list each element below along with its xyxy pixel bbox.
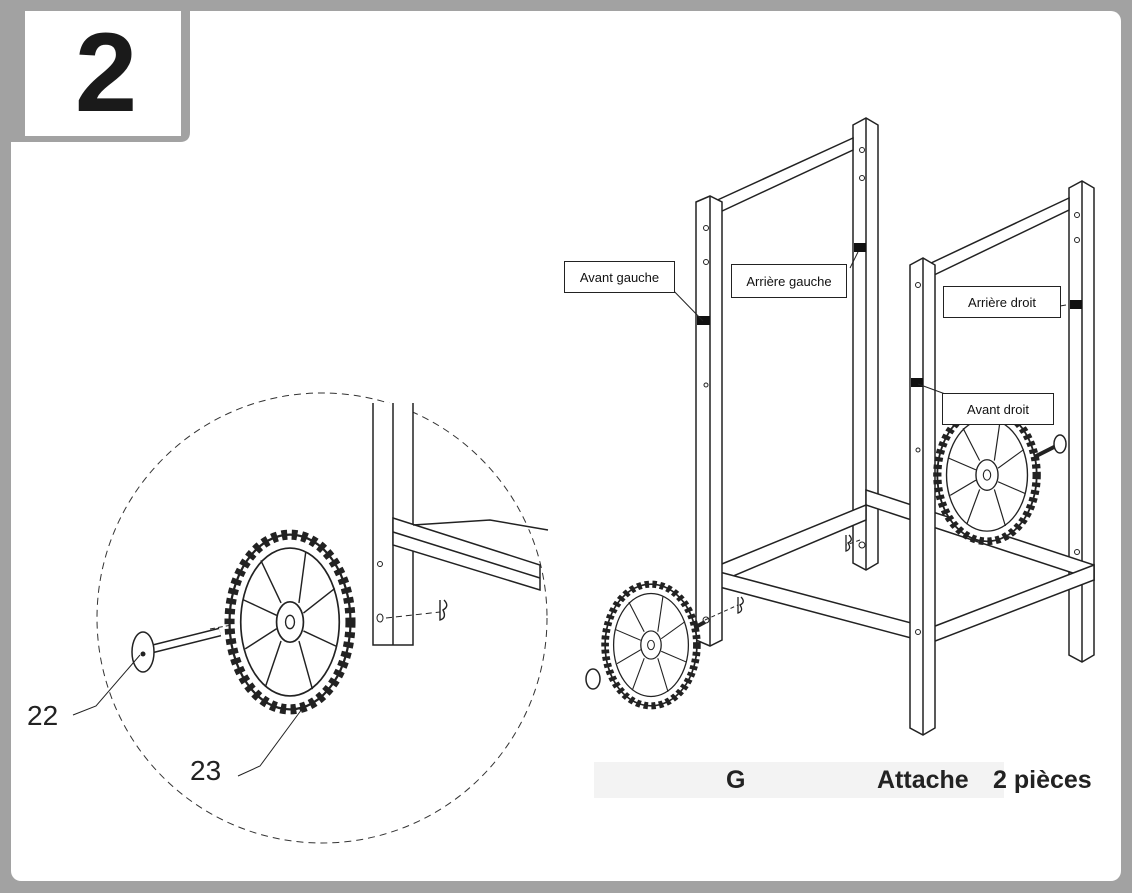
parts-legend xyxy=(594,762,1004,798)
hitch-pin-icon xyxy=(737,534,852,614)
wheel-front-left xyxy=(585,584,706,706)
part-number-wheel: 23 xyxy=(190,755,222,786)
callout-rear-left: Arrière gauche xyxy=(731,264,847,298)
callout-rear-right: Arrière droit xyxy=(943,286,1061,318)
wheel-rear-right xyxy=(937,409,1067,542)
alignment-line xyxy=(704,604,739,621)
callout-front-right: Avant droit xyxy=(942,393,1054,425)
legend-part-letter: G xyxy=(726,766,746,794)
step-number: 2 xyxy=(74,9,137,135)
callout-front-left: Avant gauche xyxy=(564,261,675,293)
alignment-line xyxy=(845,539,861,546)
step-badge xyxy=(11,11,190,142)
post-holes xyxy=(702,147,1080,635)
detail-view xyxy=(72,392,549,844)
part-number-axle: 22 xyxy=(27,700,59,731)
post-marker-bands xyxy=(697,243,1082,387)
legend-quantity: 2 pièces xyxy=(993,766,1092,794)
legend-part-name: Attache xyxy=(877,766,969,794)
